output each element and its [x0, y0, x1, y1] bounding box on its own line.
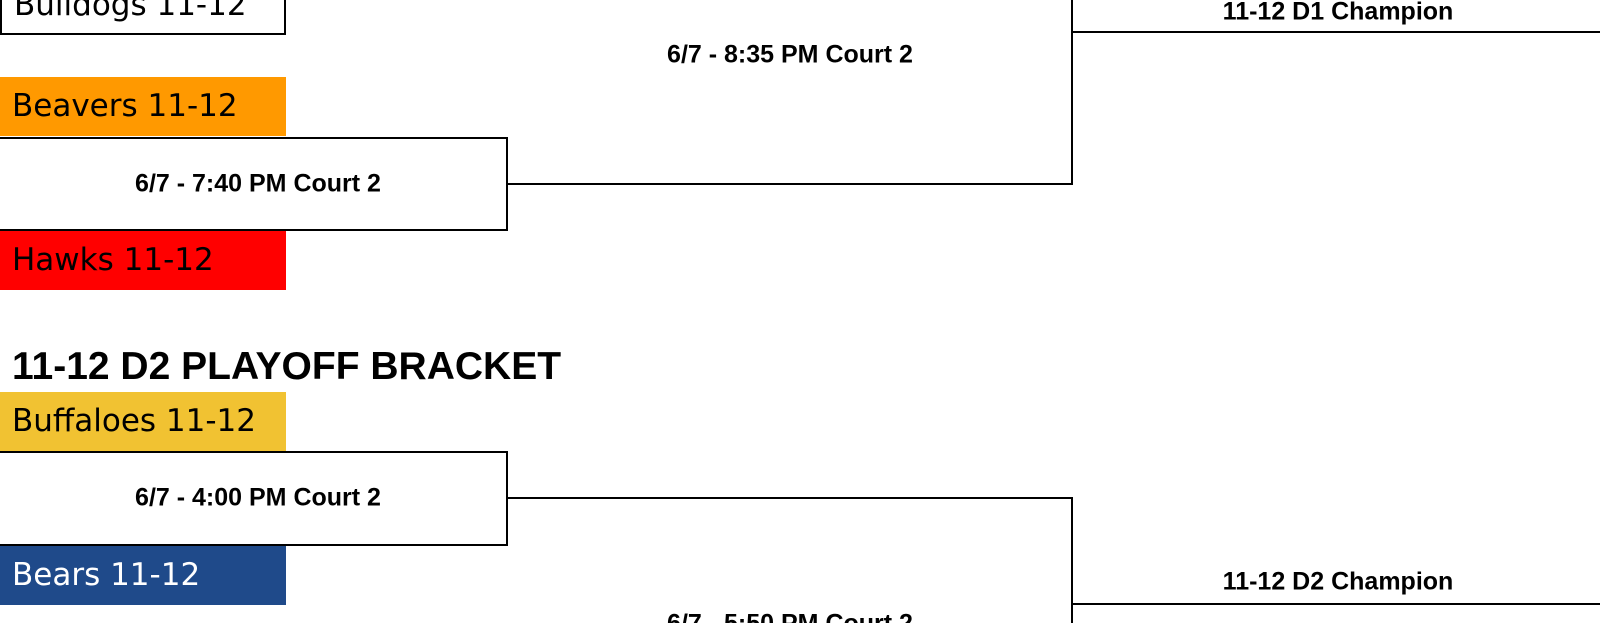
team-hawks: Hawks 11-12 [0, 231, 286, 290]
d2-semifinal-game-label: 6/7 - 4:00 PM Court 2 [135, 483, 381, 512]
d1-semifinal-bottom-line [0, 229, 508, 231]
team-beavers: Beavers 11-12 [0, 77, 286, 136]
d2-semifinal-top-line [0, 451, 508, 453]
d2-semifinal-output-line [507, 497, 1073, 499]
d1-champion-line [1072, 31, 1600, 33]
team-bears: Bears 11-12 [0, 546, 286, 605]
d1-final-connector-vertical [1071, 0, 1073, 185]
d1-final-game-label: 6/7 - 8:35 PM Court 2 [667, 40, 913, 69]
d2-champion-label: 11-12 D2 Champion [1222, 567, 1454, 596]
d1-semifinal-game-label: 6/7 - 7:40 PM Court 2 [135, 169, 381, 198]
team-buffaloes: Buffaloes 11-12 [0, 392, 286, 451]
d1-semifinal-connector-vertical [506, 137, 508, 231]
d1-semifinal-top-line [0, 137, 508, 139]
d2-final-connector-vertical [1071, 497, 1073, 623]
d2-final-game-label: 6/7 - 5:50 PM Court 2 [667, 610, 913, 623]
d1-champion-label: 11-12 D1 Champion [1222, 0, 1454, 26]
d2-semifinal-bottom-line [0, 544, 508, 546]
team-bulldogs: Bulldogs 11-12 [0, 0, 286, 35]
d1-semifinal-output-line [507, 183, 1073, 185]
d2-bracket-title: 11-12 D2 PLAYOFF BRACKET [12, 345, 562, 388]
d2-champion-line [1072, 603, 1600, 605]
